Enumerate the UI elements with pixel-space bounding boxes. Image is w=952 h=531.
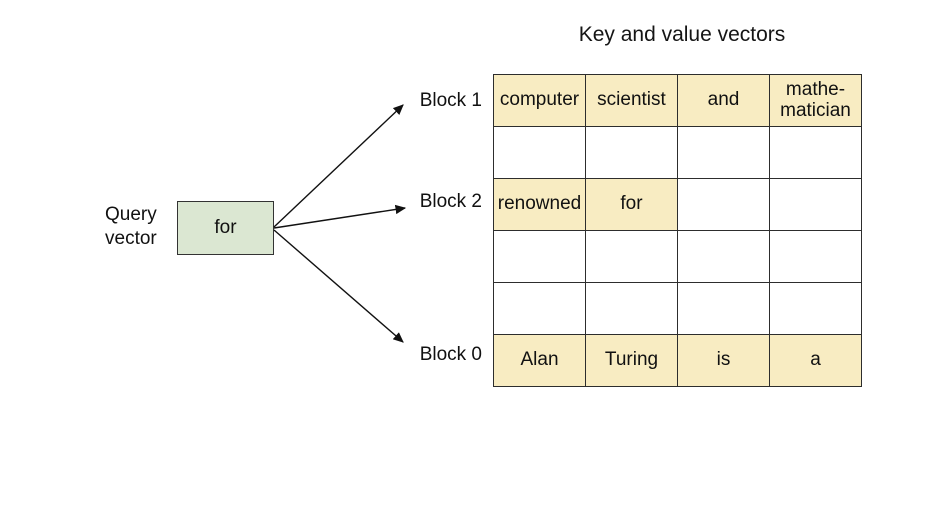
query-vector-label: Query vector bbox=[105, 203, 157, 251]
kv-cell-r4-c1 bbox=[585, 282, 678, 335]
kv-cell-r0-c1: scientist bbox=[585, 74, 678, 127]
block-label-1: Block 1 bbox=[419, 90, 482, 111]
kv-cell-r2-c1: for bbox=[585, 178, 678, 231]
kv-cell-r2-c0: renowned bbox=[493, 178, 586, 231]
kv-cell-r3-c3 bbox=[769, 230, 862, 283]
kv-cell-r1-c1 bbox=[585, 126, 678, 179]
table-row bbox=[493, 230, 862, 283]
table-row bbox=[493, 126, 862, 179]
kv-cell-r2-c3 bbox=[769, 178, 862, 231]
kv-table: computer scientist and mathe- matician r… bbox=[493, 74, 862, 387]
kv-cell-r0-c2: and bbox=[677, 74, 770, 127]
kv-cell-r3-c1 bbox=[585, 230, 678, 283]
kv-cell-r2-c2 bbox=[677, 178, 770, 231]
kv-cell-r5-c1: Turing bbox=[585, 334, 678, 387]
query-vector-label-line1: Query bbox=[105, 204, 157, 225]
kv-cell-r3-c2 bbox=[677, 230, 770, 283]
query-vector-box: for bbox=[177, 201, 274, 255]
kv-cell-r4-c0 bbox=[493, 282, 586, 335]
kv-cell-r5-c2: is bbox=[677, 334, 770, 387]
table-row: renowned for bbox=[493, 178, 862, 231]
kv-cell-r4-c2 bbox=[677, 282, 770, 335]
kv-cell-r0-c0: computer bbox=[493, 74, 586, 127]
block-label-2: Block 2 bbox=[419, 191, 482, 212]
table-row: Alan Turing is a bbox=[493, 334, 862, 387]
arrow-to-block-0 bbox=[273, 229, 404, 343]
kv-cell-r0-c3: mathe- matician bbox=[769, 74, 862, 127]
kv-cell-r1-c2 bbox=[677, 126, 770, 179]
block-label-0: Block 0 bbox=[419, 344, 482, 365]
query-vector-box-text: for bbox=[214, 217, 237, 238]
kv-cell-r5-c0: Alan bbox=[493, 334, 586, 387]
diagram-title: Key and value vectors bbox=[578, 23, 786, 46]
query-vector-label-line2: vector bbox=[105, 228, 157, 249]
table-row bbox=[493, 282, 862, 335]
kv-cell-r1-c3 bbox=[769, 126, 862, 179]
kv-cell-r5-c3: a bbox=[769, 334, 862, 387]
kv-cell-r1-c0 bbox=[493, 126, 586, 179]
kv-table-body: computer scientist and mathe- matician r… bbox=[493, 74, 862, 387]
kv-cell-r3-c0 bbox=[493, 230, 586, 283]
table-row: computer scientist and mathe- matician bbox=[493, 74, 862, 127]
kv-cell-r4-c3 bbox=[769, 282, 862, 335]
